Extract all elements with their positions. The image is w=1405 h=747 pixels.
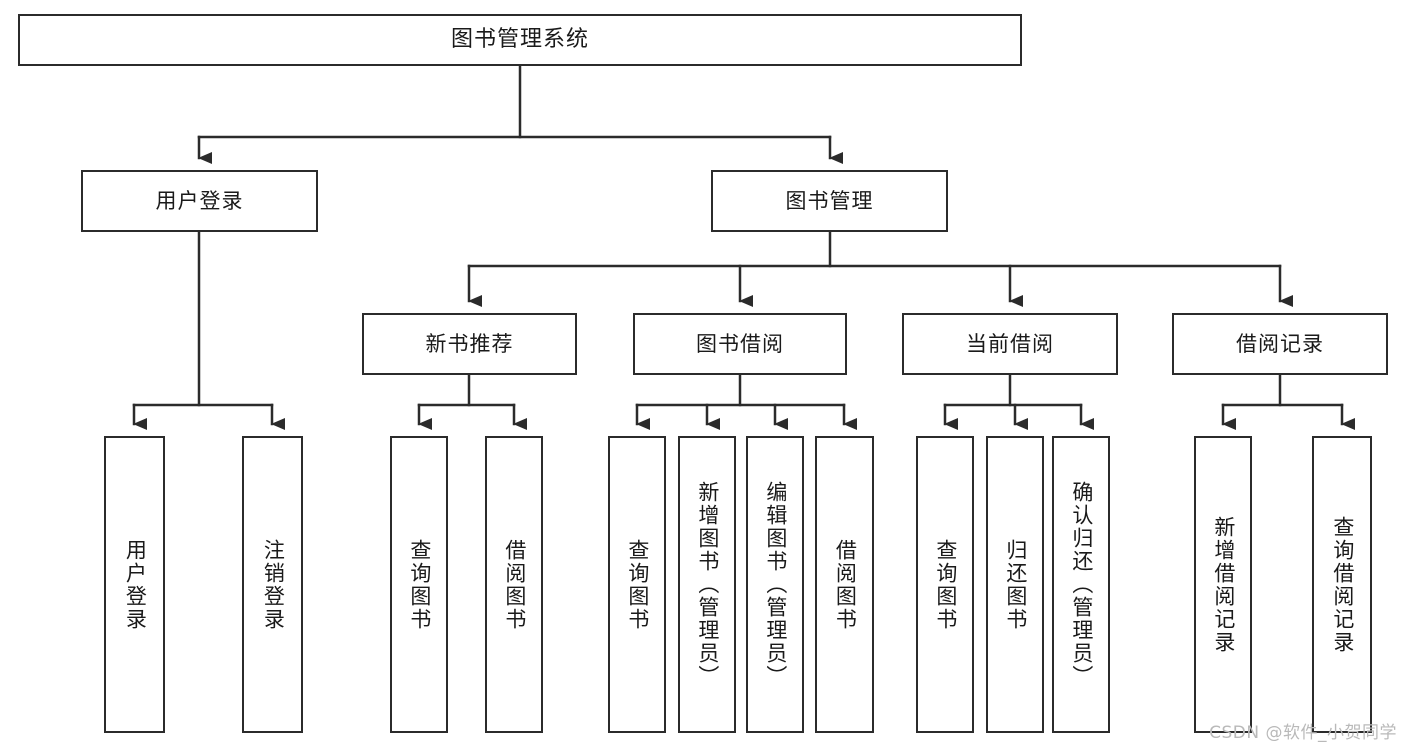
node-label: 借阅记录 [1236,331,1324,356]
node-user-login[interactable]: 用户登录 [81,170,318,232]
leaf-node[interactable]: 查询图书 [916,436,974,733]
node-label: 查询图书 [625,538,650,631]
leaf-node[interactable]: 注销登录 [242,436,303,733]
csdn-watermark: CSDN @软件_小贺同学 [1209,723,1397,743]
leaf-node[interactable]: 归还图书 [986,436,1044,733]
node-label: 新书推荐 [425,331,514,356]
node-label: 图书管理系统 [450,27,589,53]
leaf-node[interactable]: 查询图书 [608,436,666,733]
node-label: 借阅图书 [833,538,858,631]
leaf-node[interactable]: 借阅图书 [485,436,543,733]
node-label: 编辑图书（管理员） [763,481,788,688]
leaf-node[interactable]: 新增图书（管理员） [678,436,736,733]
node-label: 新增图书（管理员） [695,481,720,688]
node-label: 归还图书 [1003,538,1028,631]
leaf-node[interactable]: 借阅图书 [815,436,874,733]
node-book-management[interactable]: 图书管理 [711,170,948,232]
node-borrow-record[interactable]: 借阅记录 [1172,313,1388,375]
leaf-node[interactable]: 编辑图书（管理员） [746,436,804,733]
node-label: 图书管理 [785,188,874,213]
node-book-borrow[interactable]: 图书借阅 [633,313,847,375]
node-label: 查询图书 [407,538,432,631]
leaf-node[interactable]: 查询图书 [390,436,448,733]
node-label: 查询借阅记录 [1330,515,1355,654]
leaf-node[interactable]: 查询借阅记录 [1312,436,1372,733]
leaf-node[interactable]: 新增借阅记录 [1194,436,1252,733]
node-label: 确认归还（管理员） [1069,481,1094,688]
node-label: 借阅图书 [502,538,527,631]
leaf-node[interactable]: 确认归还（管理员） [1052,436,1110,733]
node-label: 新增借阅记录 [1211,515,1236,654]
node-root[interactable]: 图书管理系统 [18,14,1022,66]
node-current-borrow[interactable]: 当前借阅 [902,313,1118,375]
node-label: 用户登录 [155,188,244,213]
node-label: 当前借阅 [966,331,1054,356]
node-label: 查询图书 [933,538,958,631]
leaf-node[interactable]: 用户登录 [104,436,165,733]
node-new-book-recommend[interactable]: 新书推荐 [362,313,577,375]
node-label: 注销登录 [261,538,286,631]
node-label: 图书借阅 [696,331,784,356]
node-label: 用户登录 [123,538,148,631]
